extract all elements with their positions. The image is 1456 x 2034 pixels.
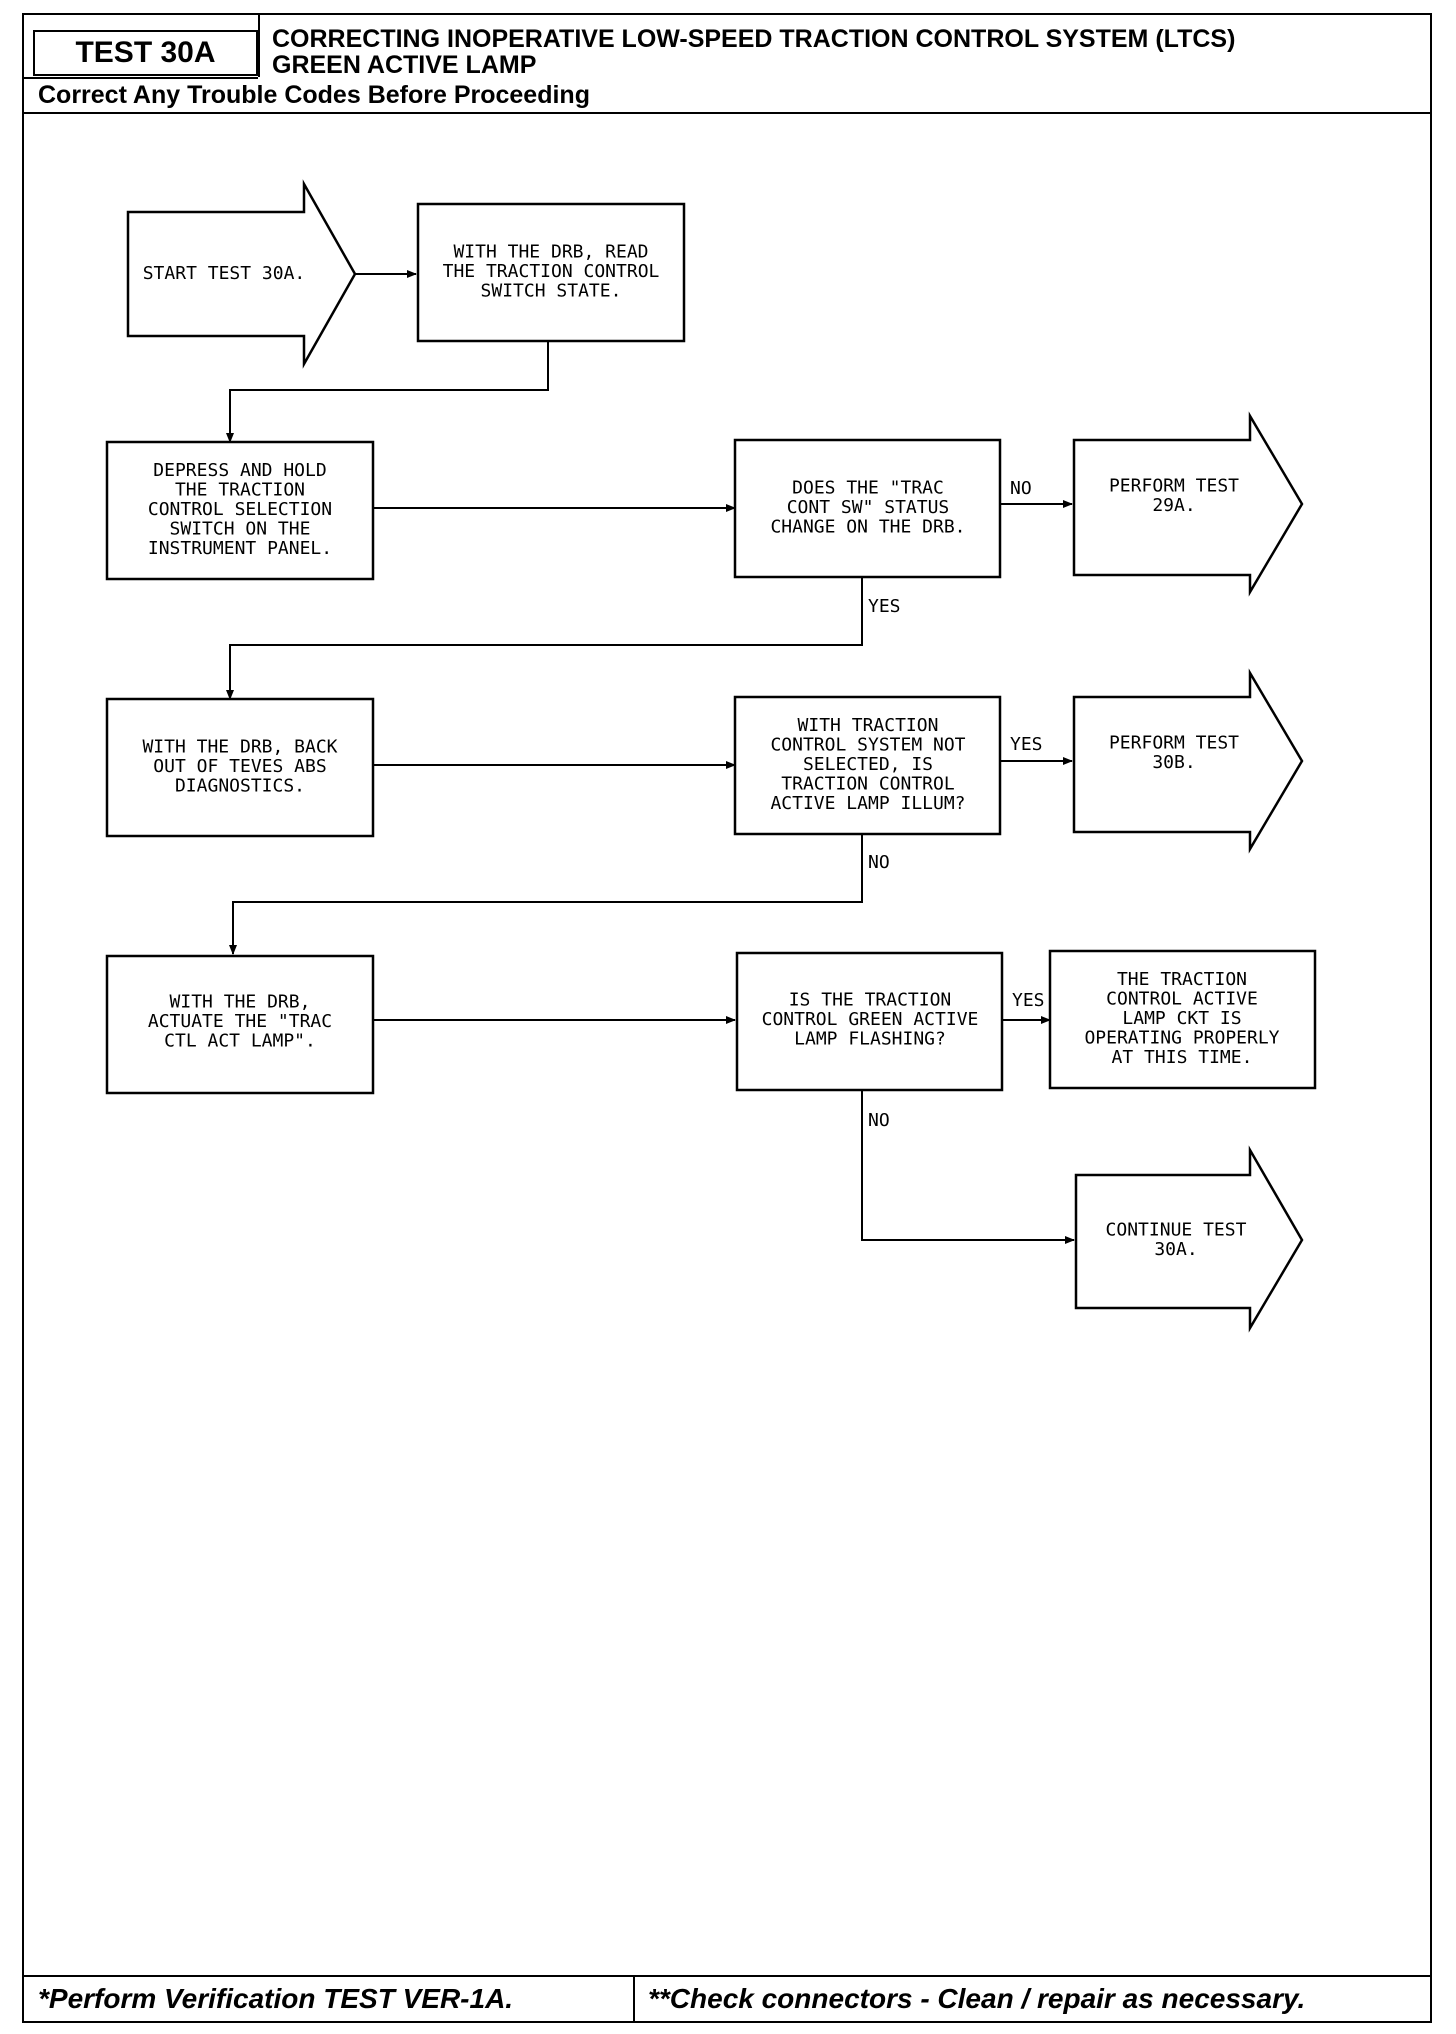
start-arrow [126, 179, 357, 369]
perform-30b-arrow [1072, 668, 1304, 854]
connector-read-to-depress [226, 341, 549, 443]
header-divider [22, 77, 258, 79]
flow-text-line: SWITCH STATE. [481, 281, 622, 302]
flow-text-line: INSTRUMENT PANEL. [148, 538, 332, 559]
branch-label-yes: YES [1010, 734, 1043, 755]
flow-text-line: CONTROL SYSTEM NOT [770, 735, 965, 756]
footer-rule [22, 1975, 1432, 1977]
flow-text-line: ACTUATE THE "TRAC [148, 1011, 332, 1032]
flow-text-line: THE TRACTION CONTROL [443, 261, 660, 282]
start-text: START TEST 30A. [143, 263, 306, 284]
flow-text-line: ACTIVE LAMP ILLUM? [770, 793, 965, 814]
branch-label-yes: YES [1012, 990, 1045, 1011]
flow-text-line: THE TRACTION [1117, 969, 1247, 990]
flow-text-line: WITH TRACTION [798, 715, 939, 736]
header-rule [22, 112, 1432, 114]
flow-text-line: PERFORM TEST [1109, 732, 1239, 753]
flow-text-line: PERFORM TEST [1109, 475, 1239, 496]
operating-box [1048, 949, 1317, 1090]
branch-label-yes: YES [868, 596, 901, 617]
read-switch-box [416, 202, 686, 343]
flow-text-line: LAMP FLASHING? [794, 1029, 946, 1050]
backout-box [105, 697, 375, 838]
flow-text-line: WITH THE DRB, [170, 992, 311, 1013]
page-title: CORRECTING INOPERATIVE LOW-SPEED TRACTIO… [272, 26, 1412, 78]
flow-text-line: 30B. [1152, 752, 1195, 773]
title-line-2: GREEN ACTIVE LAMP [272, 51, 537, 79]
flow-text-line: 30A. [1154, 1239, 1197, 1260]
connector-q-illum-no [229, 834, 863, 955]
flow-text-line: START TEST 30A. [143, 263, 306, 284]
continue-arrow [1074, 1145, 1304, 1333]
actuate-box [105, 954, 375, 1095]
flow-text-line: DIAGNOSTICS. [175, 776, 305, 797]
flow-text-line: CONTINUE TEST [1106, 1219, 1247, 1240]
page-subtitle: Correct Any Trouble Codes Before Proceed… [38, 81, 590, 109]
flow-text-line: CONT SW" STATUS [787, 497, 950, 518]
test-id-box: TEST 30A [33, 30, 258, 76]
flow-text-line: LAMP CKT IS [1122, 1008, 1241, 1029]
perform-29a-arrow [1072, 411, 1304, 597]
flow-text-line: OUT OF TEVES ABS [153, 756, 326, 777]
flow-text-line: OPERATING PROPERLY [1084, 1028, 1279, 1049]
flow-text-line: DEPRESS AND HOLD [153, 460, 326, 481]
connector-q-flashing-no [861, 1090, 1075, 1244]
flow-text-line: CTL ACT LAMP". [164, 1031, 316, 1052]
flow-text-line: CHANGE ON THE DRB. [770, 517, 965, 538]
branch-label-no: NO [868, 852, 890, 873]
q-status-box [733, 438, 1002, 579]
flow-text-line: IS THE TRACTION [789, 990, 952, 1011]
flow-text-line: WITH THE DRB, READ [453, 242, 648, 263]
page-frame [22, 13, 1432, 2023]
connector-q-status-yes [226, 577, 863, 700]
flow-text-line: 29A. [1152, 495, 1195, 516]
footer-note-verification: *Perform Verification TEST VER-1A. [38, 1983, 514, 2014]
flow-text-line: TRACTION CONTROL [781, 774, 955, 795]
flow-text-line: WITH THE DRB, BACK [142, 737, 337, 758]
flow-text-line: AT THIS TIME. [1112, 1047, 1253, 1068]
branch-label-no: NO [1010, 478, 1032, 499]
branch-label-no: NO [868, 1110, 890, 1131]
flow-text-line: THE TRACTION [175, 480, 305, 501]
flow-text-line: CONTROL SELECTION [148, 499, 332, 520]
q-flashing-box [735, 951, 1004, 1092]
flow-text-line: DOES THE "TRAC [792, 478, 944, 499]
footer-note-connectors: **Check connectors - Clean / repair as n… [648, 1983, 1306, 2014]
title-line-1: CORRECTING INOPERATIVE LOW-SPEED TRACTIO… [272, 25, 1236, 53]
q-illum-box [733, 695, 1002, 836]
depress-box [105, 440, 375, 581]
footer-divider [633, 1975, 635, 2023]
flow-text-line: SWITCH ON THE [170, 519, 311, 540]
header-divider [258, 13, 260, 77]
flow-text-line: CONTROL ACTIVE [1106, 989, 1258, 1010]
flow-text-line: CONTROL GREEN ACTIVE [762, 1009, 979, 1030]
flow-text-line: SELECTED, IS [803, 754, 933, 775]
